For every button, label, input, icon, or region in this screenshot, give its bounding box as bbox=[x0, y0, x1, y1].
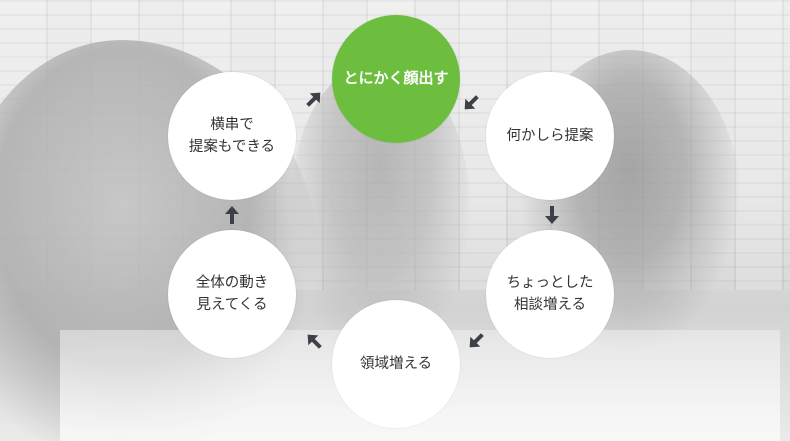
cycle-node-consult: ちょっとした 相談増える bbox=[486, 230, 614, 358]
cycle-node-propose: 何かしら提案 bbox=[486, 72, 614, 200]
cycle-node-start: とにかく顔出す bbox=[332, 15, 460, 143]
arrow-icon bbox=[298, 325, 329, 356]
arrow-icon bbox=[455, 87, 486, 118]
cycle-node-cross: 横串で 提案もできる bbox=[168, 72, 296, 200]
cycle-node-overview: 全体の動き 見えてくる bbox=[168, 230, 296, 358]
cycle-node-domain: 領域増える bbox=[332, 300, 460, 428]
arrow-icon bbox=[221, 204, 243, 226]
arrow-icon bbox=[460, 325, 491, 356]
arrow-icon bbox=[298, 83, 329, 114]
arrow-icon bbox=[541, 204, 563, 226]
